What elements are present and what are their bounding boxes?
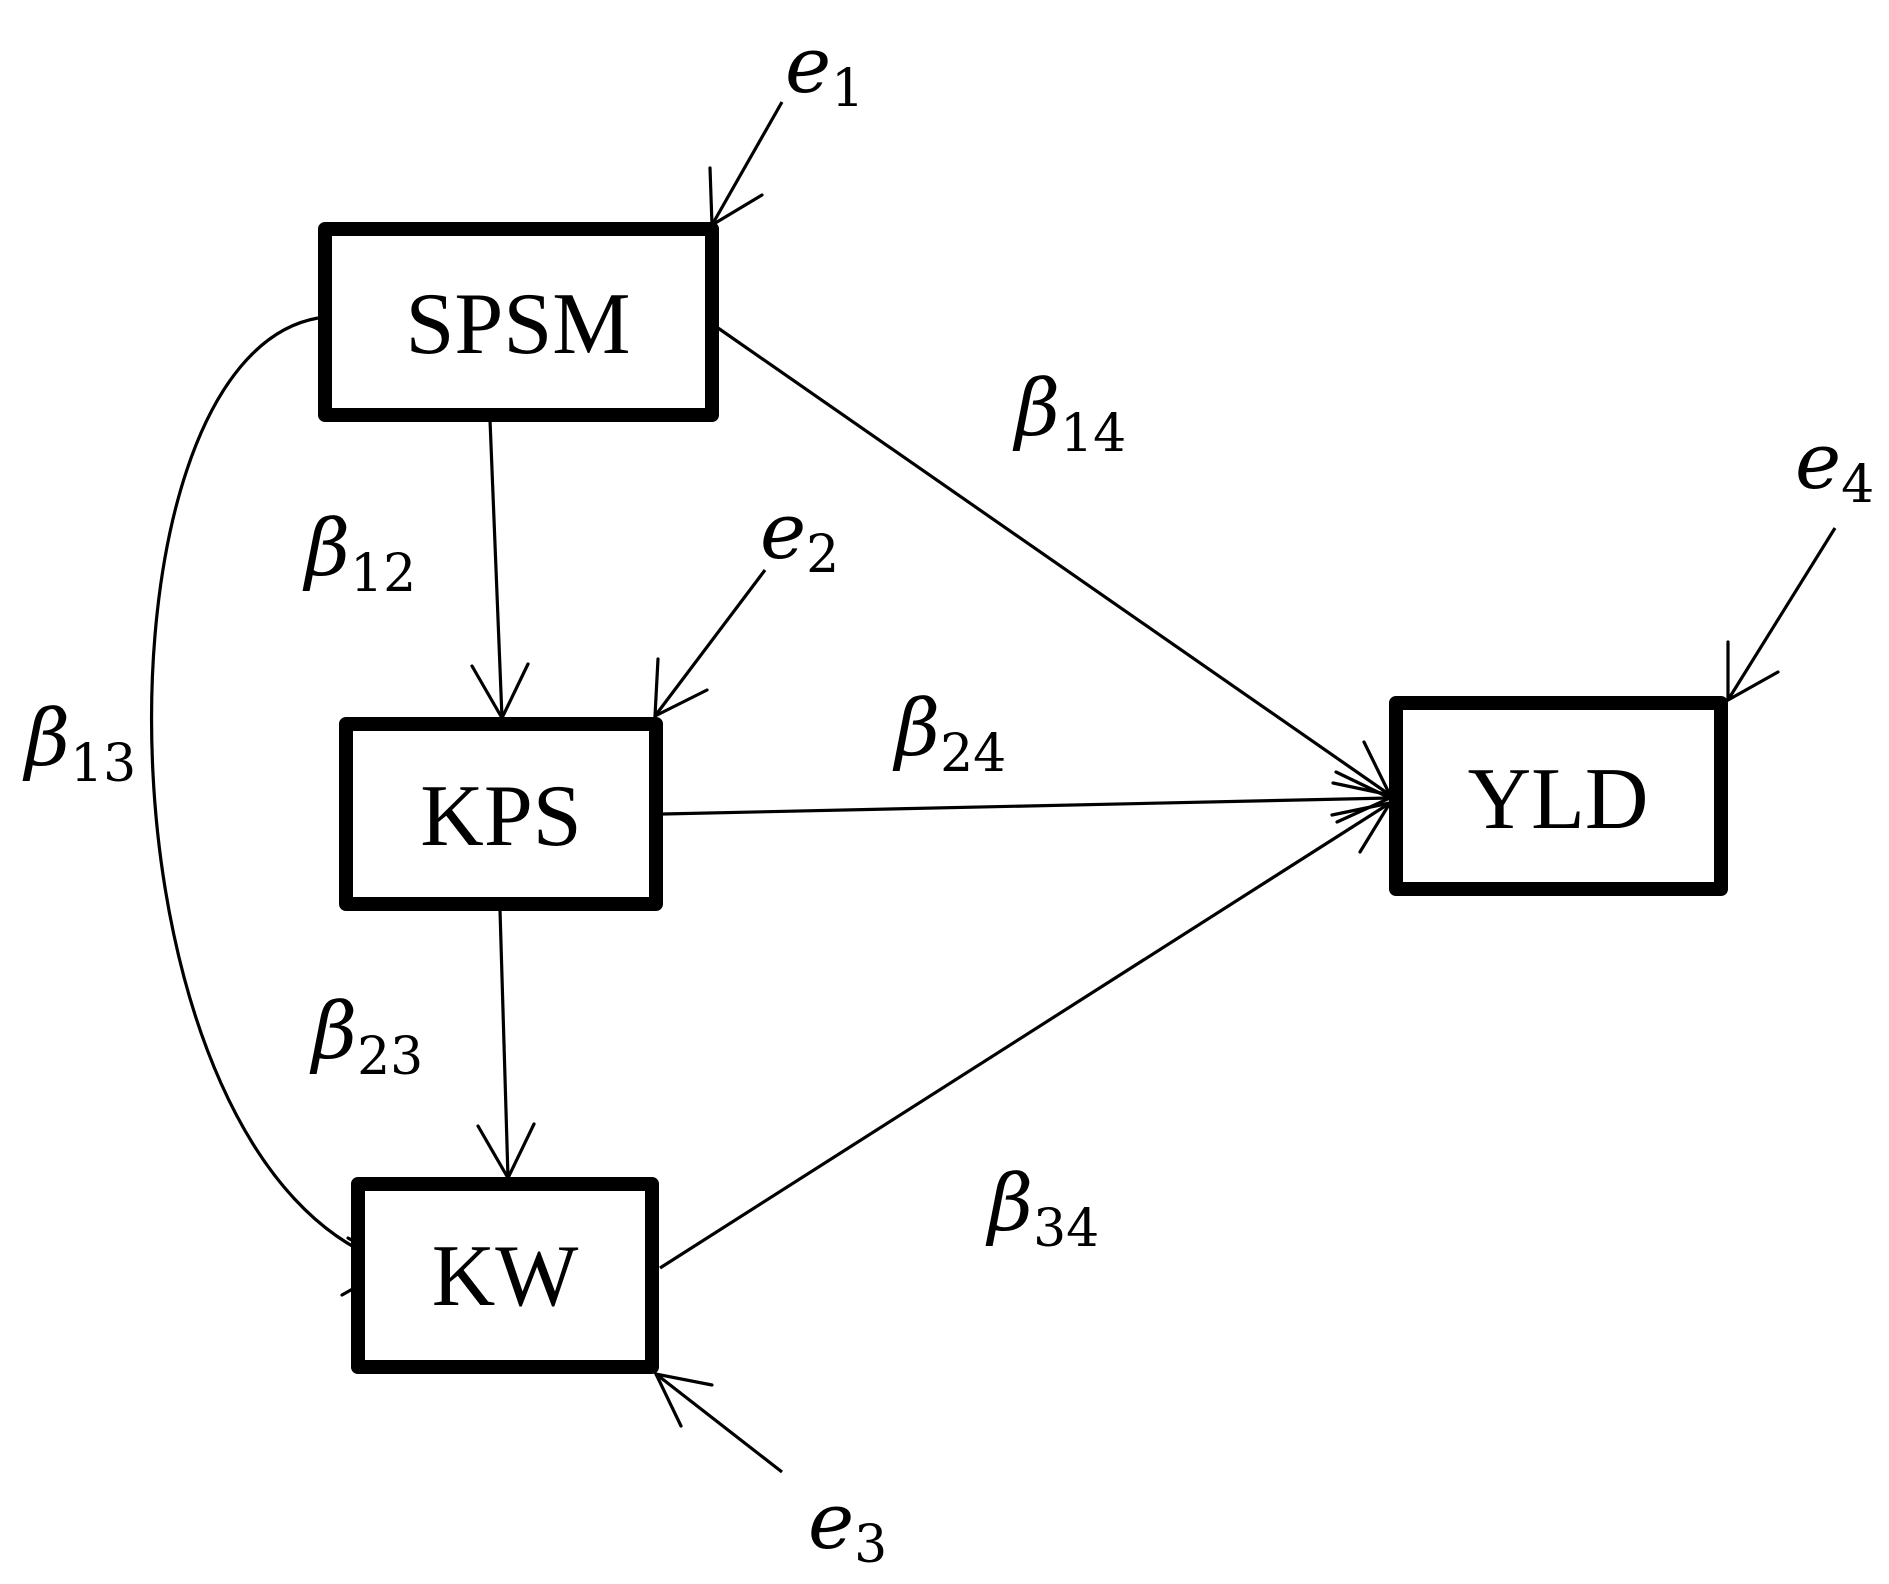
node-kw-label: KW	[432, 1228, 579, 1325]
error-label-e2: e2	[760, 487, 839, 585]
coef-b14-subscript: 14	[1060, 404, 1126, 464]
edge-kps-to-kw	[476, 909, 536, 1182]
coef-b13-symbol: β	[22, 694, 70, 784]
coef-label-b14: β14	[1012, 364, 1126, 464]
error-e1-subscript: 1	[831, 59, 864, 119]
coef-label-b23: β23	[309, 987, 423, 1087]
coef-b23-symbol: β	[309, 987, 357, 1077]
edge-e3-to-kw	[653, 1371, 783, 1474]
edge-e2-to-kps	[653, 569, 767, 719]
coef-b13-subscript: 13	[70, 734, 136, 794]
error-e4-symbol: e	[1795, 417, 1841, 507]
coef-label-b34: β34	[985, 1159, 1099, 1259]
error-e4-subscript: 4	[1841, 455, 1874, 515]
coef-b34-subscript: 34	[1033, 1199, 1099, 1259]
coef-b24-subscript: 24	[940, 724, 1006, 784]
node-yld-label: YLD	[1468, 751, 1649, 848]
edge-e4-to-yld	[1726, 527, 1837, 703]
node-kps: KPS	[339, 717, 663, 911]
coef-b12-subscript: 12	[350, 544, 416, 604]
error-label-e3: e3	[808, 1477, 887, 1575]
coef-b23-subscript: 23	[357, 1027, 423, 1087]
coef-label-b24: β24	[892, 684, 1006, 784]
coef-b34-symbol: β	[985, 1159, 1033, 1249]
node-kps-label: KPS	[420, 768, 581, 865]
edge-spsm-to-kps	[470, 419, 530, 722]
error-e3-symbol: e	[808, 1477, 854, 1567]
coef-b14-symbol: β	[1012, 364, 1060, 454]
coef-b12-symbol: β	[302, 504, 350, 594]
node-kw: KW	[351, 1177, 659, 1374]
error-label-e1: e1	[785, 21, 864, 119]
error-label-e4: e4	[1795, 417, 1874, 515]
coef-label-b12: β12	[302, 504, 416, 604]
edge-kps-to-yld	[662, 770, 1394, 824]
node-yld: YLD	[1389, 696, 1728, 896]
coef-b24-symbol: β	[892, 684, 940, 774]
node-spsm: SPSM	[318, 222, 719, 422]
edge-e1-to-spsm	[708, 101, 784, 228]
error-e2-symbol: e	[760, 487, 806, 577]
error-e3-subscript: 3	[854, 1515, 887, 1575]
error-e1-symbol: e	[785, 21, 831, 111]
node-spsm-label: SPSM	[405, 276, 630, 373]
coef-label-b13: β13	[22, 694, 136, 794]
error-e2-subscript: 2	[806, 525, 839, 585]
